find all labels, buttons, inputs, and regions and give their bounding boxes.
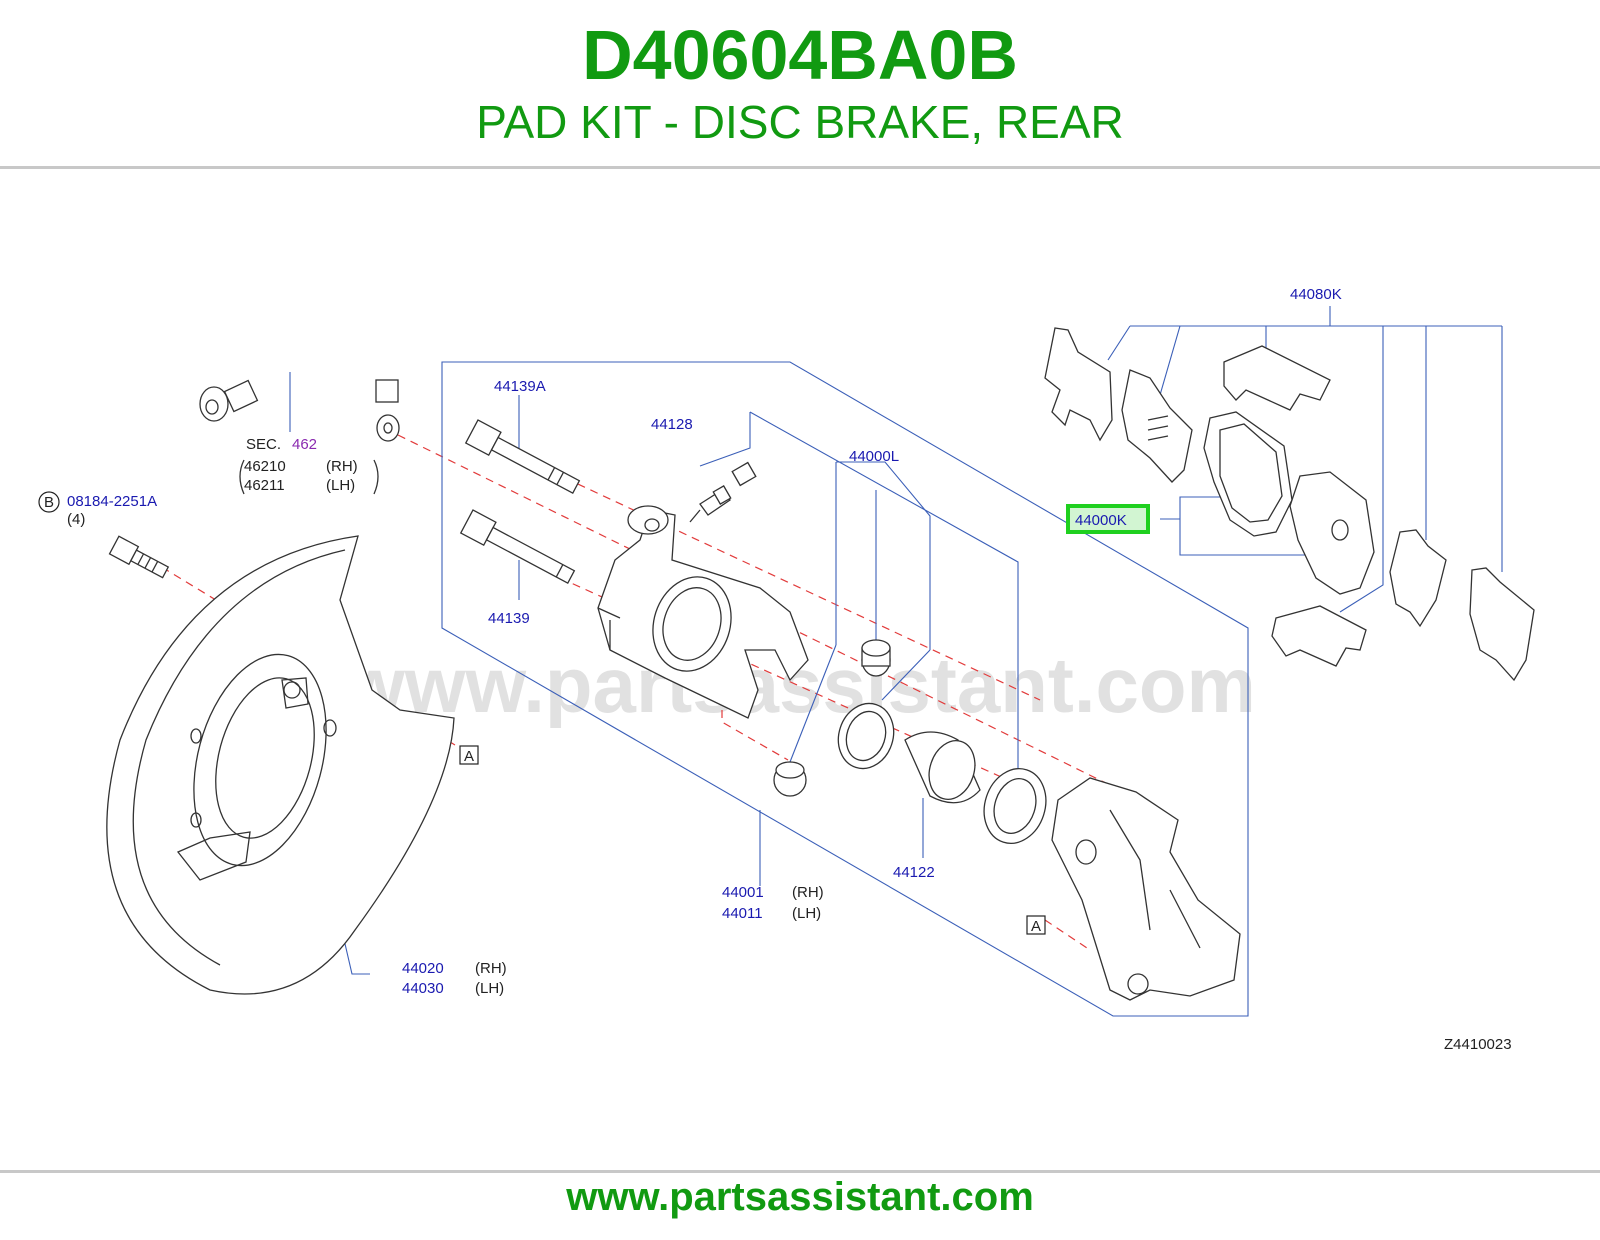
label-44001[interactable]: 44001: [722, 884, 764, 901]
label-44000l[interactable]: 44000L: [849, 448, 899, 465]
label-44139a[interactable]: 44139A: [494, 378, 546, 395]
guide-line-a2: [1044, 919, 1091, 951]
leader-44080k-4: [1339, 326, 1384, 613]
footer-divider: [0, 1170, 1600, 1173]
caliper-bracket: [1051, 777, 1241, 1001]
caliper-seals: [773, 639, 1047, 844]
label-44030-lh: (LH): [475, 980, 504, 997]
page-header: D40604BA0B PAD KIT - DISC BRAKE, REAR: [0, 0, 1600, 168]
label-sec-462[interactable]: 462: [292, 436, 317, 453]
footer-url-link[interactable]: www.partsassistant.com: [566, 1175, 1034, 1219]
label-sec: SEC.: [246, 436, 281, 453]
part-name-subtitle: PAD KIT - DISC BRAKE, REAR: [476, 96, 1124, 148]
guide-pin-44139: [459, 509, 576, 584]
label-46211-lh: (LH): [326, 477, 355, 494]
leader-44000l-b: [836, 461, 931, 650]
label-quantity-4: (4): [67, 511, 85, 528]
leader-44000k-bracket: [1179, 496, 1312, 556]
label-44000k[interactable]: 44000K: [1075, 512, 1127, 529]
reference-circle-b: B: [38, 491, 60, 513]
leader-44128: [699, 412, 751, 467]
guide-pin-44139a: [464, 419, 581, 494]
leader-44080k-1: [1107, 325, 1131, 361]
label-44001-rh: (RH): [792, 884, 824, 901]
bleeder-screw: [689, 461, 757, 523]
label-44011-lh: (LH): [792, 905, 821, 922]
leader-44000l-e: [789, 644, 837, 763]
label-44030[interactable]: 44030: [402, 980, 444, 997]
label-44080k[interactable]: 44080K: [1290, 286, 1342, 303]
diagram-reference-code: Z4410023: [1444, 1036, 1512, 1053]
label-46211: 46211: [244, 477, 285, 494]
svg-text:B: B: [44, 494, 54, 511]
caliper-assembly-outline: [441, 361, 1249, 1017]
part-number-title: D40604BA0B: [582, 16, 1018, 94]
reference-box-a-2: A: [1026, 915, 1046, 935]
callout-lines: [289, 306, 1503, 1017]
label-44011[interactable]: 44011: [722, 905, 763, 922]
svg-text:A: A: [1031, 918, 1041, 935]
reference-box-a-1: A: [459, 745, 479, 765]
header-divider: [0, 166, 1600, 169]
label-46210-rh: (RH): [326, 458, 358, 475]
label-44020-rh: (RH): [475, 960, 507, 977]
mounting-bolt: [108, 535, 170, 579]
brake-hose: [199, 322, 400, 442]
label-44122[interactable]: 44122: [893, 864, 935, 881]
label-44020[interactable]: 44020: [402, 960, 444, 977]
highlight-box-44000k: [1066, 504, 1150, 534]
label-44139[interactable]: 44139: [488, 610, 530, 627]
pad-kit-parts: [1044, 327, 1535, 682]
backing-plate: [106, 535, 455, 995]
label-46210: 46210: [244, 458, 286, 475]
leader-44080k-2: [1159, 325, 1181, 396]
svg-text:A: A: [464, 748, 474, 765]
hose-bracket-left: [239, 459, 245, 495]
hose-bracket-right: [373, 459, 379, 495]
caliper-body: [597, 505, 809, 719]
leader-44000l-d: [881, 649, 931, 701]
label-44128[interactable]: 44128: [651, 416, 693, 433]
label-08184-2251a[interactable]: 08184-2251A: [67, 493, 157, 510]
